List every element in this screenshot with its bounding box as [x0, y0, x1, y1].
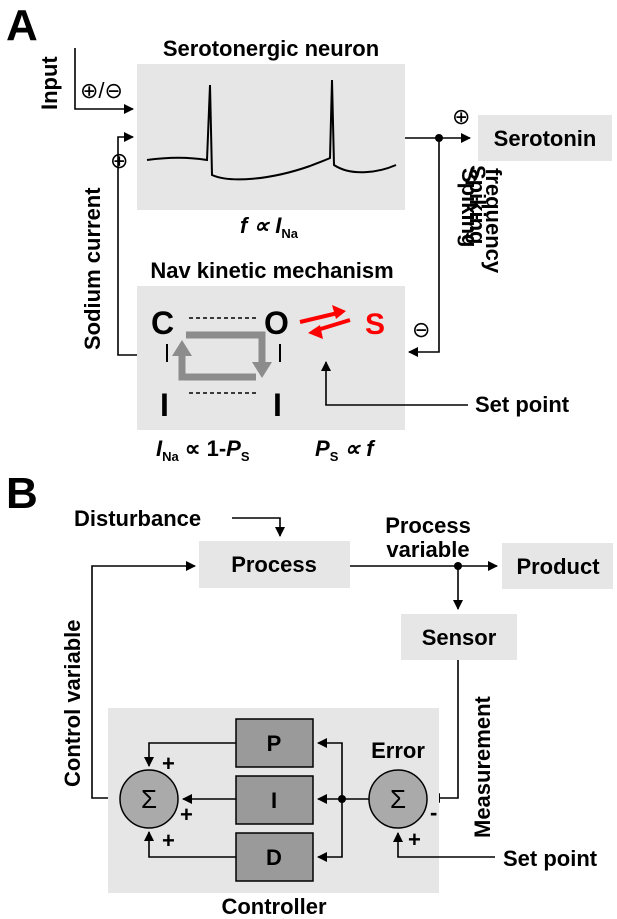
relation-ps-sub: S: [330, 449, 339, 464]
err-minus: -: [430, 800, 437, 825]
cycle-top-arrow: [186, 331, 266, 368]
panel-a-letter: A: [6, 1, 38, 50]
relation-f-main: f ∝ I: [240, 213, 282, 238]
relation-ps-a: P: [315, 436, 330, 461]
output-sign: ⊕: [452, 104, 470, 129]
spiking-line1: Spiking: [465, 165, 490, 244]
controller-label: Controller: [221, 894, 327, 919]
state-o: O: [264, 305, 289, 341]
relation-f: f ∝ INa: [240, 213, 299, 241]
setpoint-wire-b: [393, 832, 495, 858]
disturbance-label: Disturbance: [74, 506, 201, 531]
sensor-label: Sensor: [422, 625, 497, 650]
d-box: [235, 832, 314, 882]
state-s: S: [365, 308, 385, 341]
nav-title: Nav kinetic mechanism: [150, 258, 393, 283]
panel-b-letter: B: [6, 469, 38, 518]
cycle-top-head: [252, 362, 272, 378]
from-p-wire: [144, 742, 236, 767]
input-sign: ⊕/⊖: [80, 78, 123, 103]
state-i-right: I: [273, 387, 282, 423]
control-wire: [91, 561, 196, 799]
p-label: P: [267, 731, 282, 756]
sodium-wire: [117, 132, 137, 356]
relation-ina-sub: Na: [162, 449, 179, 464]
red-head-right: [332, 305, 346, 319]
relation-ina-p: P: [226, 436, 241, 461]
i-box: [235, 775, 314, 825]
sum-plus-bot: +: [162, 828, 175, 853]
process-label: Process: [231, 552, 317, 577]
setpoint-b-label: Set point: [503, 846, 598, 871]
sodium-current-label: Sodium current: [80, 187, 105, 350]
input-label: Input: [37, 56, 62, 110]
measurement-label: Measurement: [470, 695, 495, 838]
cycle-bottom-head: [172, 340, 192, 356]
disturbance-wire: [232, 517, 285, 537]
sum-plus-mid: +: [180, 802, 193, 827]
output-sigma: Σ: [141, 784, 157, 814]
err-plus: +: [408, 827, 421, 852]
i-label: I: [271, 788, 277, 813]
error-sigma: Σ: [390, 784, 406, 814]
sensor-box: [401, 614, 517, 660]
process-var-line1: Process: [385, 513, 471, 538]
relation-ps: PS ∝ f: [315, 436, 376, 464]
neuron-trace: [146, 79, 397, 181]
serotonin-label: Serotonin: [494, 126, 597, 151]
serotonin-box: [478, 115, 612, 161]
d-label: D: [266, 845, 282, 870]
state-i-left: I: [160, 387, 169, 423]
output-summer: [119, 769, 179, 829]
input-wire: [74, 48, 134, 114]
measurement-wire: [430, 660, 459, 803]
error-label: Error: [371, 738, 425, 763]
from-d-wire: [144, 831, 236, 858]
relation-ps-b: ∝ f: [344, 436, 376, 461]
sodium-sign: ⊕: [110, 148, 128, 173]
feedback-wire: [408, 138, 440, 357]
feedback-sign: ⊖: [412, 317, 430, 342]
control-variable-label: Control variable: [60, 620, 85, 787]
setpoint-wire-a: [321, 361, 468, 406]
to-d-wire: [317, 799, 343, 862]
relation-ina-b: ∝ 1-: [185, 436, 226, 461]
neuron-box: [137, 64, 405, 210]
state-c: C: [151, 305, 174, 341]
process-box: [199, 541, 350, 588]
neuron-title: Serotonergic neuron: [163, 36, 379, 61]
product-label: Product: [516, 554, 600, 579]
red-head-left: [308, 325, 323, 339]
cycle-bottom-arrow: [178, 350, 256, 381]
sum-plus-top: +: [162, 751, 175, 776]
setpoint-a-label: Set point: [475, 392, 570, 417]
process-var-line2: variable: [386, 537, 469, 562]
to-p-wire: [317, 738, 343, 799]
relation-ina-psub: S: [241, 449, 250, 464]
relation-ina: INa ∝ 1-PS: [156, 436, 250, 464]
relation-ina-a: I: [156, 436, 163, 461]
relation-f-sub: Na: [281, 226, 298, 241]
product-box: [502, 543, 613, 589]
